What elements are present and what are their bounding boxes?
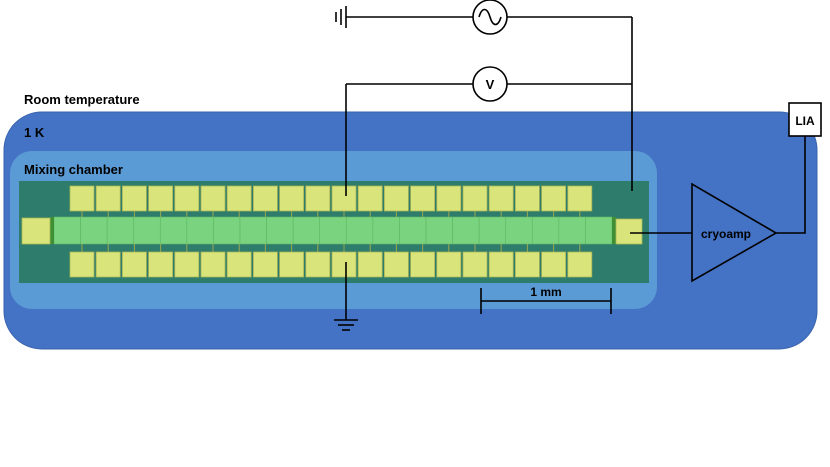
left-end-pad: [21, 217, 51, 245]
channel-segment: [53, 216, 81, 245]
top-contact-pad: [252, 185, 278, 212]
top-contact-pad: [462, 185, 488, 212]
bottom-contact-pad: [515, 251, 540, 278]
bottom-contact-pad: [541, 251, 566, 278]
device-array: [21, 185, 643, 278]
bottom-contact-pad: [462, 251, 488, 278]
bottom-contact-pad: [383, 251, 409, 278]
channel-segment: [133, 216, 161, 245]
top-contact-pad: [226, 185, 252, 212]
top-contact-pad: [410, 185, 436, 212]
top-contact-pad: [69, 185, 95, 212]
bottom-contact-pad: [488, 251, 514, 278]
channel-end-left: [50, 217, 54, 244]
channel-segment: [292, 216, 321, 245]
top-contact-pad: [567, 185, 593, 212]
ground-icon: [334, 319, 358, 331]
bottom-contact-pad: [357, 251, 383, 278]
mixing-chamber-label: Mixing chamber: [24, 162, 123, 177]
voltmeter-label: V: [486, 77, 495, 92]
channel-segment: [186, 216, 214, 245]
top-contact-pad: [305, 185, 331, 212]
ground-icon: [335, 6, 347, 28]
top-contact-pad: [357, 185, 383, 212]
voltmeter: V: [472, 66, 508, 102]
channel-segment: [319, 216, 347, 245]
top-contact-pad: [122, 185, 147, 212]
top-contact-pad: [515, 185, 540, 212]
channel-segment: [531, 216, 560, 245]
bottom-contact-pad: [174, 251, 200, 278]
bottom-contact-pad: [305, 251, 331, 278]
bottom-contact-pad: [279, 251, 305, 278]
channel-segment: [80, 216, 108, 245]
channel-segment: [585, 216, 613, 245]
bottom-contact-pad: [567, 251, 593, 278]
wiring: [345, 16, 806, 320]
top-contact-pad: [436, 185, 462, 212]
top-contact-pad: [279, 185, 305, 212]
channel-segment: [425, 216, 453, 245]
stage-1k-label: 1 K: [24, 125, 45, 140]
top-contact-pad: [200, 185, 226, 212]
bottom-contact-pad: [69, 251, 95, 278]
channel-segment: [266, 216, 294, 245]
bottom-contact-pad: [436, 251, 462, 278]
top-contact-pad: [383, 185, 409, 212]
top-contact-pad: [541, 185, 566, 212]
channel-segment: [558, 216, 586, 245]
room-temperature-label: Room temperature: [24, 92, 140, 107]
wire-to-lia: [776, 136, 806, 234]
bottom-contact-pad: [148, 251, 174, 278]
bottom-contact-pad: [226, 251, 252, 278]
cryoamp: cryoamp: [691, 182, 778, 283]
cryoamp-label: cryoamp: [701, 227, 751, 241]
channel-segment: [372, 216, 400, 245]
bottom-contact-pad: [410, 251, 436, 278]
scale-bar: [480, 288, 612, 314]
channel-segment: [106, 216, 135, 245]
channel-segment: [478, 216, 507, 245]
bottom-contact-pad: [95, 251, 121, 278]
top-contact-pad: [95, 185, 121, 212]
ac-source-icon: [472, 0, 508, 35]
lia-label: LIA: [795, 114, 815, 128]
lock-in-amplifier: LIA: [788, 102, 822, 137]
channel-segment: [505, 216, 533, 245]
scale-bar-label: 1 mm: [530, 285, 561, 299]
top-contact-pad: [148, 185, 174, 212]
bottom-contact-pad: [200, 251, 226, 278]
top-contact-pad: [488, 185, 514, 212]
top-contact-pad: [331, 185, 357, 212]
bottom-contact-pad: [331, 251, 357, 278]
bottom-contact-pad: [252, 251, 278, 278]
bottom-contact-pad: [122, 251, 147, 278]
channel-end-right: [612, 217, 616, 244]
channel-segment: [159, 216, 188, 245]
channel-segment: [452, 216, 480, 245]
channel-segment: [345, 216, 374, 245]
top-contact-pad: [174, 185, 200, 212]
channel-segment: [239, 216, 267, 245]
channel-segment: [213, 216, 241, 245]
channel-segment: [399, 216, 427, 245]
right-end-pad: [615, 218, 643, 245]
